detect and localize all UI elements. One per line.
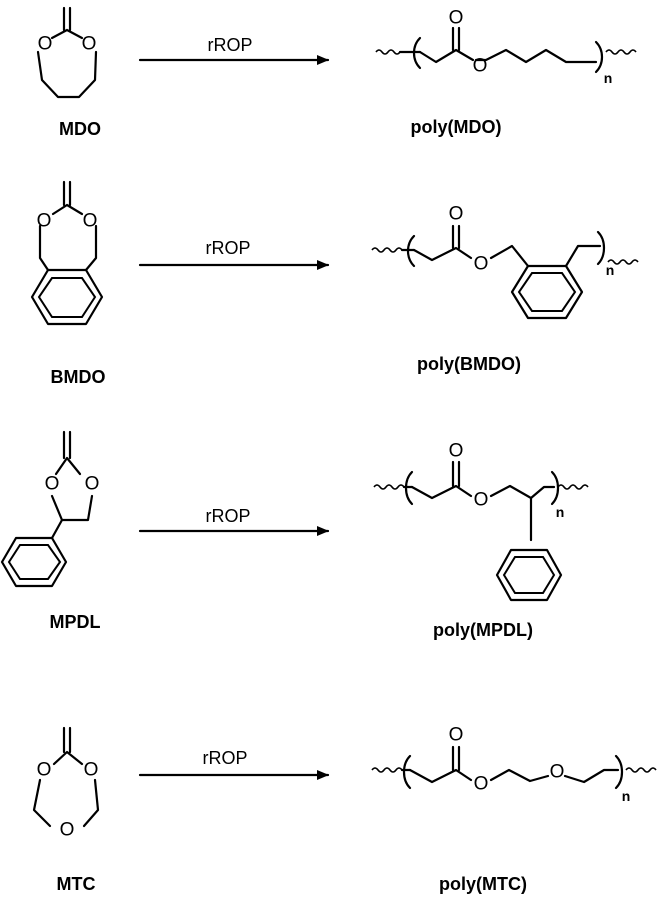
oxygen-label: O (474, 490, 489, 511)
polymer-name: poly(MTC) (439, 874, 527, 894)
bmdo-structure: O O (30, 180, 104, 326)
oxygen-label: O (84, 760, 99, 781)
repeat-unit-n: n (622, 788, 631, 804)
oxygen-label: O (474, 254, 489, 275)
mpdl-structure: O O (0, 430, 100, 588)
oxygen-label: O (449, 441, 464, 462)
mtc-structure: O O O (32, 726, 100, 841)
oxygen-label: O (45, 474, 60, 495)
polymer-name: poly(MDO) (411, 117, 502, 137)
polymer-name: poly(BMDO) (417, 354, 521, 374)
reaction-mpdl: O O MPDL rROP O O n poly(MPDL) (0, 430, 589, 640)
poly-mtc-structure: O O O n (371, 725, 657, 804)
reaction-mdo: O O MDO rROP O O n poly(MDO) (36, 6, 637, 139)
oxygen-label: O (449, 725, 464, 746)
poly-mdo-structure: O O n (375, 8, 637, 86)
polymer-name: poly(MPDL) (433, 620, 533, 640)
monomer-name: MPDL (50, 612, 101, 632)
oxygen-label: O (474, 774, 489, 795)
oxygen-label: O (83, 211, 98, 232)
monomer-name: BMDO (51, 367, 106, 387)
oxygen-label: O (449, 8, 464, 29)
arrow-label: rROP (203, 748, 248, 768)
arrow-label: rROP (206, 506, 251, 526)
monomer-name: MDO (59, 119, 101, 139)
oxygen-label: O (82, 34, 97, 55)
oxygen-label: O (449, 204, 464, 225)
oxygen-label: O (38, 34, 53, 55)
repeat-unit-n: n (556, 504, 565, 520)
oxygen-label: O (37, 760, 52, 781)
oxygen-label: O (473, 56, 488, 77)
arrow-label: rROP (208, 35, 253, 55)
mdo-structure: O O (36, 6, 98, 99)
poly-bmdo-structure: O O n (371, 204, 639, 320)
reaction-bmdo: O O BMDO rROP O O n poly(BMDO) (30, 180, 639, 387)
arrow-label: rROP (206, 238, 251, 258)
oxygen-label: O (85, 474, 100, 495)
repeat-unit-n: n (604, 70, 613, 86)
poly-mpdl-structure: O O n (373, 441, 589, 602)
reaction-mtc: O O O MTC rROP O O O n poly(MTC) (32, 725, 657, 894)
repeat-unit-n: n (606, 262, 615, 278)
oxygen-label: O (60, 820, 75, 841)
monomer-name: MTC (57, 874, 96, 894)
oxygen-label: O (37, 211, 52, 232)
oxygen-label: O (550, 762, 565, 783)
